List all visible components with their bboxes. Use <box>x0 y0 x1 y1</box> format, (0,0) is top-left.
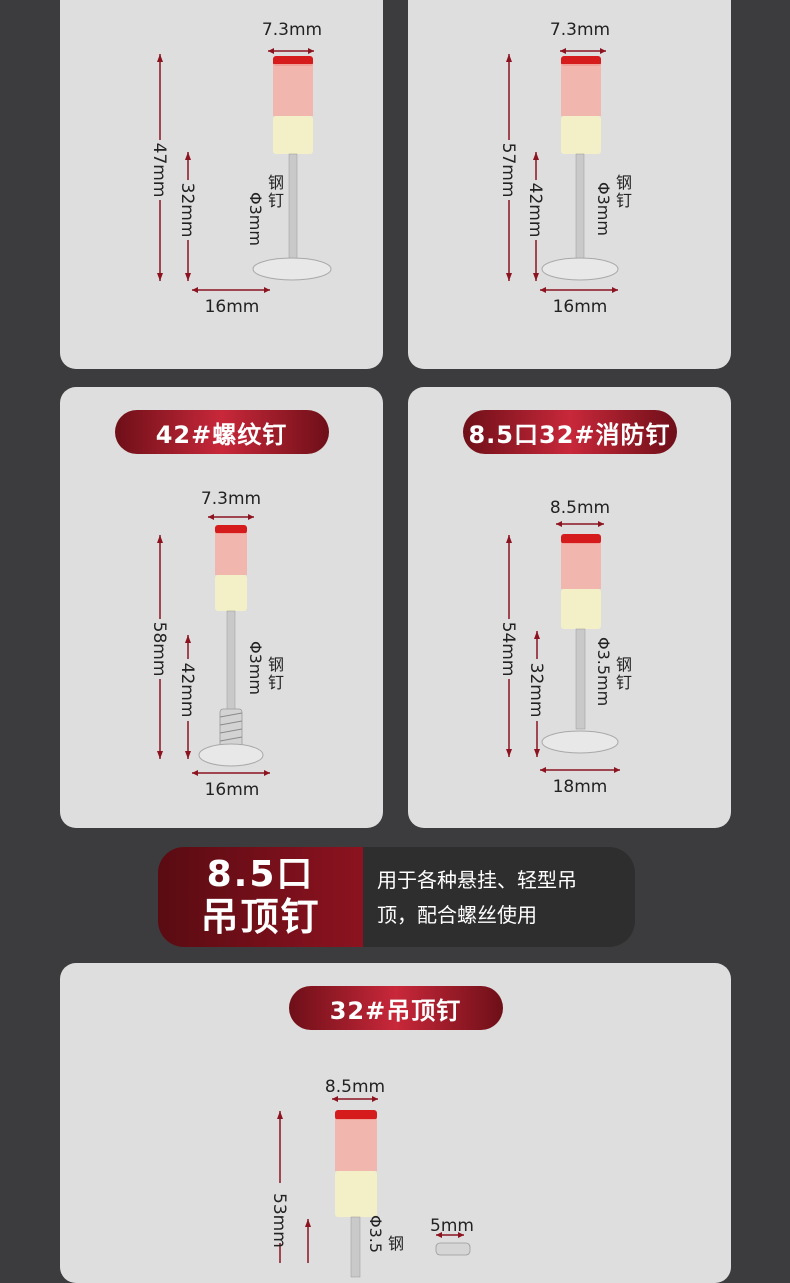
material-label: 钢钉 <box>616 173 632 210</box>
top-width-label: 7.3mm <box>550 20 610 40</box>
total-length-label: 58mm <box>149 622 169 677</box>
base-width-label: 16mm <box>553 297 608 317</box>
pin-length-label: 32mm <box>177 183 197 238</box>
total-length-label: 47mm <box>149 143 169 198</box>
product-title-pill: 32#吊顶钉 <box>288 986 503 1030</box>
product-card-2: 7.3mm 57mm 42mm Φ3mm 钢钉 16mm <box>408 0 731 369</box>
nail-diagram-2: 7.3mm 57mm 42mm Φ3mm 钢钉 16mm <box>498 20 632 317</box>
material-label: 钢钉 <box>616 655 632 692</box>
banner-title: 8.5口 吊顶钉 <box>158 847 363 947</box>
pin-length-label: 32mm <box>526 663 546 718</box>
pin-length-label: 42mm <box>525 183 545 238</box>
pin-length-label: 42mm <box>177 663 197 718</box>
top-width-label: 7.3mm <box>201 489 261 509</box>
product-card-4: 8.5口32#消防钉 8.5mm 54mm 32mm Φ3.5mm 钢钉 18m… <box>408 387 731 828</box>
category-banner: 8.5口 吊顶钉 用于各种悬挂、轻型吊 顶，配合螺丝使用 <box>158 847 635 947</box>
screw-head-icon <box>435 1242 471 1256</box>
product-title-pill: 8.5口32#消防钉 <box>462 410 677 454</box>
banner-title-line1: 8.5口 <box>206 854 315 895</box>
pin-diameter-label: Φ3mm <box>246 192 265 246</box>
total-length-label: 53mm <box>269 1193 289 1248</box>
material-label: 钢钉 <box>268 173 284 210</box>
cap-icon <box>273 56 313 66</box>
cap-icon <box>335 1110 377 1120</box>
total-length-label: 57mm <box>498 143 518 198</box>
cap-icon <box>561 534 601 544</box>
cap-icon <box>561 56 601 66</box>
product-card-3: 42#螺纹钉 7.3mm 58mm 42mm Φ3mm 钢钉 16mm <box>60 387 383 828</box>
cap-icon <box>215 525 247 534</box>
nail-diagram-3: 7.3mm 58mm 42mm Φ3mm 钢钉 16mm <box>149 489 284 800</box>
pin-diameter-label: Φ3mm <box>246 641 265 695</box>
top-width-label: 8.5mm <box>325 1077 385 1097</box>
product-title-pill: 42#螺纹钉 <box>114 410 329 454</box>
product-card-1: 7.3mm 47mm 32mm Φ3mm 钢钉 16mm <box>60 0 383 369</box>
material-label: 钢 <box>388 1234 404 1253</box>
pin-diameter-label: Φ3.5mm <box>594 637 613 706</box>
top-width-label: 7.3mm <box>262 20 322 40</box>
nail-diagram-1: 7.3mm 47mm 32mm Φ3mm 钢钉 16mm <box>149 20 332 317</box>
top-width-label: 8.5mm <box>550 498 610 518</box>
banner-title-line2: 吊顶钉 <box>200 895 321 939</box>
banner-description: 用于各种悬挂、轻型吊 顶，配合螺丝使用 <box>363 847 635 947</box>
banner-desc-line1: 用于各种悬挂、轻型吊 <box>377 868 577 892</box>
pin-diameter-label: Φ3.5 <box>366 1215 385 1253</box>
base-width-label: 18mm <box>553 777 608 797</box>
side-width-label: 5mm <box>430 1216 474 1236</box>
banner-desc-line2: 顶，配合螺丝使用 <box>377 903 537 927</box>
base-width-label: 16mm <box>205 780 260 800</box>
material-label: 钢钉 <box>268 655 284 692</box>
nail-diagram-5: 8.5mm 53mm Φ3.5 钢 5mm <box>269 1077 474 1278</box>
total-length-label: 54mm <box>498 622 518 677</box>
product-card-5: 32#吊顶钉 8.5mm 53mm Φ3.5 钢 5mm <box>60 963 731 1283</box>
pin-diameter-label: Φ3mm <box>594 182 613 236</box>
base-width-label: 16mm <box>205 297 260 317</box>
nail-diagram-4: 8.5mm 54mm 32mm Φ3.5mm 钢钉 18mm <box>498 498 632 797</box>
